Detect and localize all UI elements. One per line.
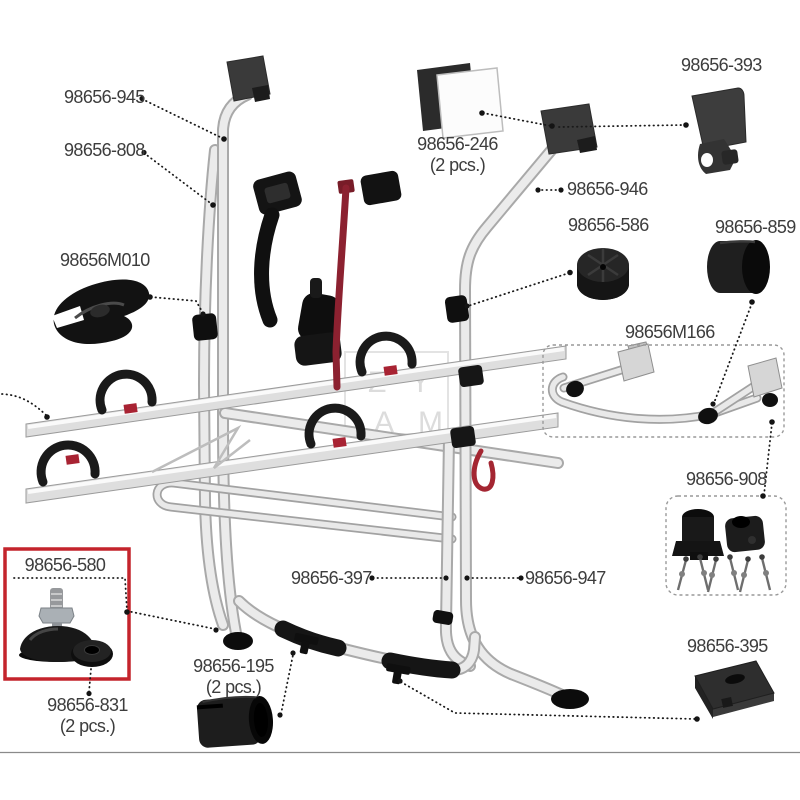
part-label-98656-808: 98656-808 xyxy=(64,140,145,160)
part-cap-586 xyxy=(577,248,629,300)
rack-drawing xyxy=(25,55,598,709)
part-label-98656-859: 98656-859 xyxy=(715,217,796,237)
part-fittings-908 xyxy=(672,509,772,593)
part-label-98656-195: 98656-195 (2 pcs.) xyxy=(181,656,286,698)
rail-pad-right xyxy=(444,295,470,323)
hanging-strap xyxy=(254,207,280,328)
part-clamp-m010 xyxy=(52,279,150,344)
part-label-98656-908: 98656-908 xyxy=(686,469,767,489)
leader-dots xyxy=(44,95,775,722)
part-label-98656-946: 98656-946 xyxy=(567,179,648,199)
part-label-98656-947: 98656-947 xyxy=(525,568,606,588)
part-endplates-246 xyxy=(417,63,504,139)
part-qty: (2 pcs.) xyxy=(205,677,262,697)
part-label-98656-397: 98656-397 xyxy=(291,568,372,588)
bike-holder-arch xyxy=(304,403,366,449)
leader-lines xyxy=(1,98,773,720)
highlight-box xyxy=(3,547,131,681)
part-label-98656-831: 98656-831 (2 pcs.) xyxy=(35,695,140,737)
part-label-98656-246: 98656-246 (2 pcs.) xyxy=(405,134,510,176)
part-plate-395 xyxy=(694,660,775,719)
diagonal-brace xyxy=(151,424,251,474)
top-plate-right xyxy=(540,103,598,155)
foam-sleeve xyxy=(381,652,461,679)
dashed-box-m166 xyxy=(542,344,785,438)
part-label-98656-393: 98656-393 xyxy=(681,55,762,75)
red-strap-loop xyxy=(471,448,496,492)
right-rail-tube xyxy=(458,135,570,702)
part-bracket-393 xyxy=(691,87,747,174)
dashed-box-908 xyxy=(665,495,787,596)
part-number: 98656-831 xyxy=(47,695,128,715)
rail-pad-left xyxy=(192,313,218,341)
foot-pad-left xyxy=(223,632,253,650)
rail-clamp xyxy=(458,364,484,388)
part-label-98656M010: 98656M010 xyxy=(60,250,150,270)
part-qty: (2 pcs.) xyxy=(429,155,486,175)
part-qty: (2 pcs.) xyxy=(59,716,116,736)
rail-clamp xyxy=(450,425,476,449)
foot-pad-right xyxy=(551,689,589,709)
part-label-98656M166: 98656M166 xyxy=(625,322,715,342)
part-number: 98656-246 xyxy=(417,134,498,154)
part-cap-859 xyxy=(707,240,770,294)
bike-holder-arch xyxy=(95,369,157,415)
bike-holder-arch xyxy=(36,440,100,487)
part-label-98656-586: 98656-586 xyxy=(568,215,649,235)
part-label-98656-395: 98656-395 xyxy=(687,636,768,656)
left-rail-tube xyxy=(217,89,253,639)
part-tube-m166 xyxy=(547,341,783,425)
strap-buckle-right xyxy=(360,170,402,206)
top-plate-left xyxy=(226,55,271,102)
rear-rail-tube xyxy=(197,144,229,631)
part-label-98656-945: 98656-945 xyxy=(64,87,145,107)
bottom-hoop-tube xyxy=(233,595,481,685)
red-strap xyxy=(332,179,355,391)
hoop-clip xyxy=(294,633,319,655)
part-washer-831 xyxy=(71,640,113,667)
part-number: 98656-195 xyxy=(193,656,274,676)
part-label-98656-580: 98656-580 xyxy=(24,555,106,575)
lower-cross-loop xyxy=(152,478,457,544)
leg-pad xyxy=(432,609,454,625)
bike-holder-arch xyxy=(355,331,417,377)
strap-buckle-left xyxy=(253,171,302,215)
pedal-holder-block xyxy=(294,278,342,366)
part-sleeve-195 xyxy=(196,695,274,748)
